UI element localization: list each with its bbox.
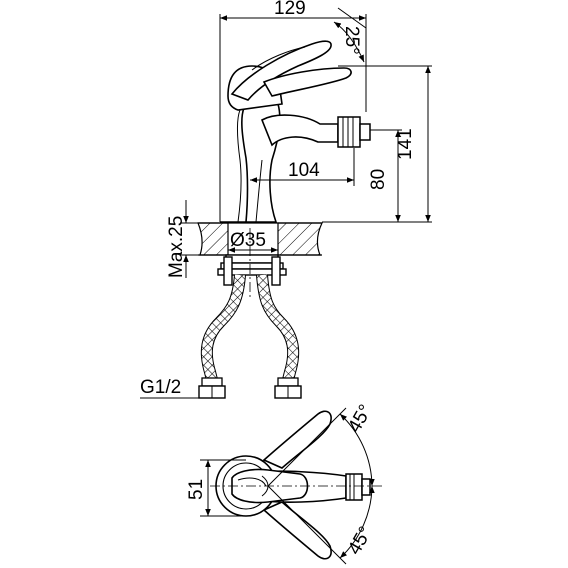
spout <box>260 114 339 147</box>
hose-fittings <box>198 377 302 399</box>
dimension-height-80: 80 <box>368 129 402 222</box>
countertop-section <box>197 222 323 256</box>
top-view: 45° 45° 51 <box>186 401 382 565</box>
mounting-hardware <box>217 254 287 286</box>
dim-label-80: 80 <box>368 169 389 190</box>
dim-label-dia-35: Ø35 <box>230 230 266 251</box>
side-view: 129 25° 141 80 104 <box>140 0 432 399</box>
braided-hoses <box>200 274 300 382</box>
dim-label-51: 51 <box>186 479 207 500</box>
lever-position-right <box>262 501 332 560</box>
dimension-thread: G1/2 <box>140 377 206 399</box>
dim-label-angle-45-bottom: 45° <box>344 523 377 558</box>
dim-label-angle-45-top: 45° <box>344 401 377 436</box>
dimension-width-51: 51 <box>186 459 246 517</box>
dimension-diameter-35: Ø35 <box>228 230 278 253</box>
dimension-angle-25: 25° <box>333 7 367 63</box>
aerator-nozzle <box>337 116 371 148</box>
dim-label-129: 129 <box>274 0 306 19</box>
dim-label-angle-25: 25° <box>341 26 362 55</box>
dim-label-104: 104 <box>288 160 320 181</box>
dim-label-thread: G1/2 <box>140 377 181 398</box>
dimension-max-25: Max.25 <box>166 200 198 278</box>
dim-label-max-25: Max.25 <box>166 216 187 278</box>
lever-position-left <box>262 410 332 469</box>
dimension-width-129: 129 <box>219 0 367 222</box>
dimension-spout-104: 104 <box>250 148 355 186</box>
